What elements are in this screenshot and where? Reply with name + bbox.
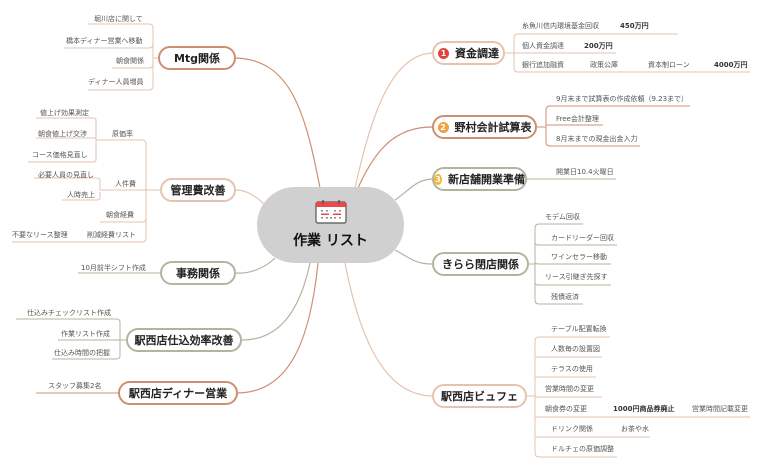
leaf-jinken-2[interactable]: 人時売上 [67, 191, 95, 199]
leaf-nomura-3[interactable]: 8月末までの現金出金入力 [556, 135, 638, 143]
leaf-buffet-5a[interactable]: 朝食券の変更 [545, 405, 587, 413]
leaf-shikin-1b[interactable]: 450万円 [620, 22, 649, 30]
leaf-genka-1[interactable]: 値上げ効果測定 [40, 109, 89, 117]
leaf-buffet-1[interactable]: テーブル配置転換 [551, 325, 607, 333]
topic-shikomi[interactable]: 駅西店仕込効率改善 [126, 328, 242, 352]
topic-shinten[interactable]: 3 新店舗開業準備 [432, 167, 527, 191]
topic-label: きらら閉店関係 [442, 258, 519, 271]
leaf-nomura-1[interactable]: 9月末まで試算表の作成依頼（9.23まで） [556, 95, 689, 103]
leaf-shikin-2b[interactable]: 200万円 [584, 42, 613, 50]
leaf-jimu-1[interactable]: 10月前半シフト作成 [81, 264, 146, 272]
topic-kanri[interactable]: 管理費改善 [160, 178, 236, 202]
topic-label: 資金調達 [455, 47, 499, 60]
topic-label: 駅西店ビュフェ [441, 390, 518, 403]
topic-shikin[interactable]: 1 資金調達 [432, 41, 505, 65]
leaf-buffet-3[interactable]: テラスの使用 [551, 365, 593, 373]
leaf-mtg-3[interactable]: 朝食関係 [116, 57, 144, 65]
leaf-kirara-2[interactable]: カードリーダー回収 [551, 234, 614, 242]
leaf-dinner-1[interactable]: スタッフ募集2名 [48, 382, 102, 390]
leaf-kirara-3[interactable]: ワインセラー移動 [551, 253, 607, 261]
leaf-kirara-1[interactable]: モデム回収 [545, 213, 580, 221]
leaf-shikin-2a[interactable]: 個人資金調達 [522, 42, 564, 50]
leaf-genka-2[interactable]: 朝食値上げ交渉 [38, 130, 87, 138]
topic-dinner[interactable]: 駅西店ディナー営業 [118, 381, 238, 405]
topic-jimu[interactable]: 事務関係 [160, 261, 236, 285]
leaf-sakugen-1[interactable]: 不要なリース整理 [12, 231, 68, 239]
leaf-mtg-1[interactable]: 堀川店に関して [94, 15, 143, 23]
leaf-buffet-6a[interactable]: ドリンク関係 [551, 425, 593, 433]
leaf-shikomi-3[interactable]: 仕込み時間の把握 [54, 349, 110, 357]
leaf-buffet-7[interactable]: ドルチェの原価調整 [551, 445, 614, 453]
priority-1-badge: 1 [438, 47, 449, 59]
leaf-kirara-5[interactable]: 残債返済 [551, 293, 579, 301]
topic-label: 駅西店仕込効率改善 [134, 334, 234, 347]
leaf-shikin-3b[interactable]: 政策公庫 [590, 61, 618, 69]
priority-3-badge: 3 [434, 173, 442, 185]
sub-genka[interactable]: 原価率 [112, 130, 133, 138]
leaf-shinten-1[interactable]: 開業日10.4火曜日 [556, 168, 614, 176]
topic-buffet[interactable]: 駅西店ビュフェ [432, 384, 527, 408]
sub-jinken[interactable]: 人件費 [115, 180, 136, 188]
leaf-shikin-3a[interactable]: 銀行追加融資 [522, 61, 564, 69]
leaf-buffet-5c[interactable]: 営業時間記載変更 [692, 405, 748, 413]
leaf-shikin-3c[interactable]: 資本制ローン [648, 61, 690, 69]
leaf-kirara-4[interactable]: リース引継ぎ先探す [545, 273, 608, 281]
calendar-icon [314, 200, 347, 224]
leaf-shikin-3d[interactable]: 4000万円 [714, 61, 748, 69]
leaf-mtg-4[interactable]: ディナー人員増員 [88, 78, 144, 86]
leaf-nomura-2[interactable]: Free会計整理 [556, 115, 599, 123]
topic-label: 野村会計試算表 [454, 121, 532, 134]
leaf-mtg-2[interactable]: 橋本ディナー営業へ移動 [66, 37, 143, 45]
sub-sakugen[interactable]: 削減経費リスト [87, 231, 136, 239]
leaf-buffet-5b[interactable]: 1000円商品券廃止 [613, 405, 675, 413]
topic-kirara[interactable]: きらら閉店関係 [432, 252, 529, 276]
leaf-shikin-1a[interactable]: 糸魚川信内環境基金回収 [522, 22, 599, 30]
leaf-genka-3[interactable]: コース価格見直し [32, 151, 88, 159]
priority-2-badge: 2 [437, 121, 449, 133]
topic-label: 新店舗開業準備 [448, 173, 525, 186]
leaf-shikomi-2[interactable]: 作業リスト作成 [61, 330, 110, 338]
leaf-buffet-6b[interactable]: お茶や水 [621, 425, 649, 433]
leaf-buffet-2[interactable]: 人数毎の設置図 [551, 345, 600, 353]
sub-choushoku[interactable]: 朝食経費 [106, 211, 134, 219]
leaf-buffet-4[interactable]: 営業時間の変更 [545, 385, 594, 393]
topic-nomura[interactable]: 2 野村会計試算表 [432, 115, 537, 139]
leaf-jinken-1[interactable]: 必要人員の見直し [38, 171, 94, 179]
topic-label: 事務関係 [176, 267, 220, 280]
topic-label: 駅西店ディナー営業 [128, 387, 228, 400]
topic-mtg[interactable]: Mtg関係 [158, 46, 236, 70]
topic-label: 管理費改善 [170, 184, 226, 197]
topic-label: Mtg関係 [173, 52, 221, 65]
root-node[interactable]: 作業 リスト [257, 187, 404, 263]
root-title: 作業 リスト [293, 233, 368, 249]
leaf-shikomi-1[interactable]: 仕込みチェックリスト作成 [27, 309, 111, 317]
